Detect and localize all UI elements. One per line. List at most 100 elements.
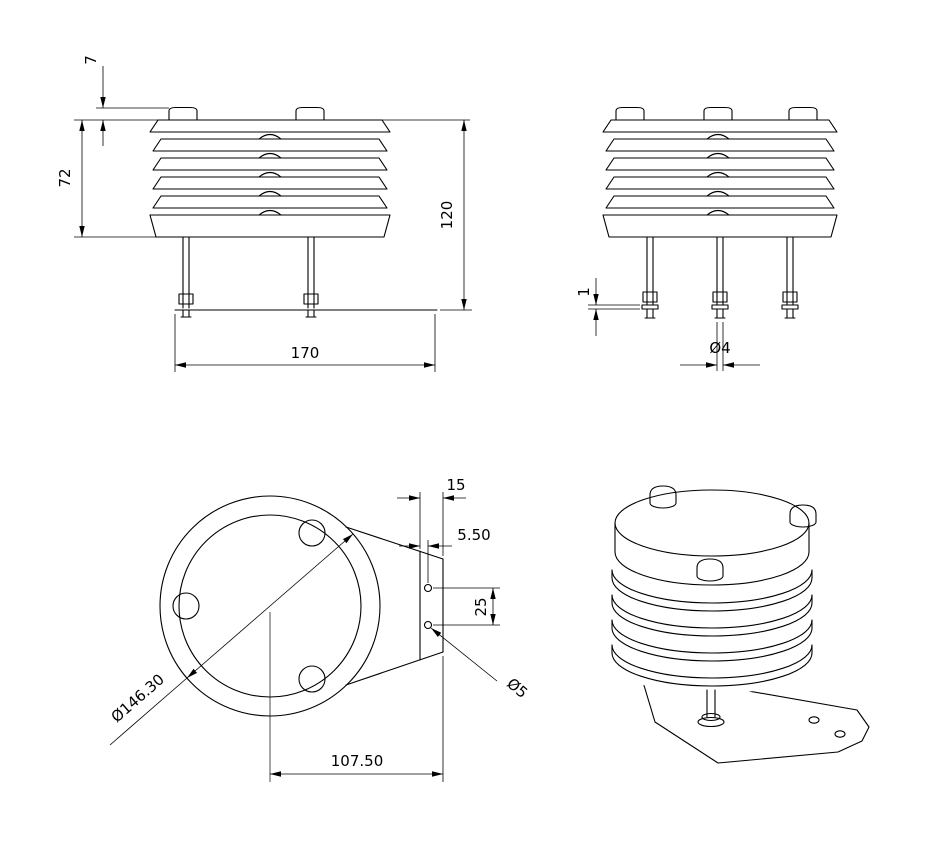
rod: [786, 236, 794, 306]
iso-bracket: [639, 671, 870, 764]
dim-outer-diameter: Ø146.30: [108, 533, 354, 746]
center-hub: [706, 152, 730, 159]
center-hub: [706, 171, 730, 178]
leader-tail: [109, 677, 188, 746]
center-hub: [258, 152, 282, 159]
top-plate-rim: [614, 551, 810, 586]
dim-d5-label: Ø5: [503, 674, 531, 702]
dim-120-label: 120: [438, 201, 456, 230]
louver-stack: [149, 106, 391, 238]
small-hole: [423, 620, 433, 630]
bracket-tab: [345, 526, 444, 686]
bottom-view: 15 5.50 25 Ø146.30 Ø5 107.50: [108, 476, 531, 782]
bracket-hole: [834, 730, 846, 738]
dim-hole-offset: 5.50: [399, 526, 491, 583]
iso-caps: [649, 485, 817, 582]
leader-line: [430, 627, 498, 682]
center-hub: [258, 190, 282, 197]
bracket-hole: [808, 716, 820, 724]
center-hub: [706, 133, 730, 140]
dim-overall-height: 120: [438, 120, 472, 311]
top-cap: [788, 106, 818, 121]
louver-plate: [152, 157, 388, 171]
dim-25-label: 25: [472, 597, 490, 616]
small-hole: [423, 583, 433, 593]
rod-foot: [714, 308, 726, 319]
louver-arc: [611, 627, 813, 662]
rod-nut: [712, 291, 728, 303]
louver-plate: [605, 195, 835, 209]
louver-arc: [611, 594, 813, 629]
iso-shield: [611, 489, 813, 687]
louver-arc: [611, 569, 813, 604]
top-cap: [295, 106, 325, 121]
center-hub: [258, 209, 282, 216]
front-view: 7 72 120 170: [56, 55, 472, 372]
dim-5-50-label: 5.50: [457, 526, 490, 544]
rod-nut: [642, 291, 658, 303]
dim-d4-label: Ø4: [709, 339, 730, 357]
rod-foot: [180, 309, 192, 318]
iso-center-bolt: [697, 689, 725, 728]
louver-arc: [611, 577, 813, 612]
rod-washer: [641, 304, 659, 310]
dim-72-label: 72: [56, 168, 74, 187]
dim-cap-height: 7: [74, 55, 470, 146]
rod: [307, 236, 315, 309]
louver-stack: [602, 106, 838, 238]
top-cap: [649, 485, 677, 509]
dim-107-50-label: 107.50: [331, 752, 384, 770]
mount-hole: [172, 592, 200, 620]
bracket-outline: [639, 671, 870, 764]
louver-arc: [611, 652, 813, 687]
bracket-edge: [345, 526, 444, 560]
mount-hole: [298, 665, 326, 693]
center-hub: [706, 190, 730, 197]
dim-rod-diameter: Ø4: [680, 322, 760, 371]
dim-small-hole: Ø5: [430, 627, 531, 702]
rod-foot: [644, 308, 656, 319]
isometric-view: [611, 485, 870, 764]
dim-7-label: 7: [82, 55, 100, 65]
louver-plate: [152, 195, 388, 209]
louver-plate: [152, 138, 388, 152]
mounting-rods: [174, 236, 438, 318]
rod: [646, 236, 654, 306]
bottom-plate: [149, 214, 391, 238]
top-cap: [696, 558, 724, 582]
dim-tab-width: 15: [397, 476, 466, 556]
dim-line: [186, 533, 354, 679]
dim-170-label: 170: [291, 344, 320, 362]
dim-washer-thickness: 1: [575, 278, 640, 336]
louver-plate: [152, 176, 388, 190]
dim-d146-label: Ø146.30: [108, 670, 168, 726]
louver-arc: [611, 619, 813, 654]
louver-plate: [605, 138, 835, 152]
bolt-washer: [701, 712, 721, 722]
rod: [182, 236, 190, 309]
rod-foot: [305, 309, 317, 318]
top-cap: [615, 106, 645, 121]
rod-nut: [782, 291, 798, 303]
bracket-edge: [345, 651, 444, 686]
louver-plate: [149, 119, 391, 133]
top-cap: [789, 504, 817, 528]
dim-base-width: 170: [174, 314, 436, 372]
center-hub: [706, 209, 730, 216]
shield-silhouette: [612, 490, 812, 694]
louver-plate: [605, 157, 835, 171]
side-view: 1 Ø4: [575, 106, 838, 371]
dim-center-to-edge: 107.50: [270, 656, 444, 782]
mounting-rods: [641, 236, 799, 319]
rod-nut: [303, 293, 319, 305]
louver-plate: [602, 119, 838, 133]
center-hub: [258, 171, 282, 178]
mount-hole: [298, 519, 326, 547]
louver-arc: [611, 602, 813, 637]
rod-nut: [178, 293, 194, 305]
rod-washer: [711, 304, 729, 310]
bolt-flange: [697, 716, 725, 728]
rod-foot: [784, 308, 796, 319]
